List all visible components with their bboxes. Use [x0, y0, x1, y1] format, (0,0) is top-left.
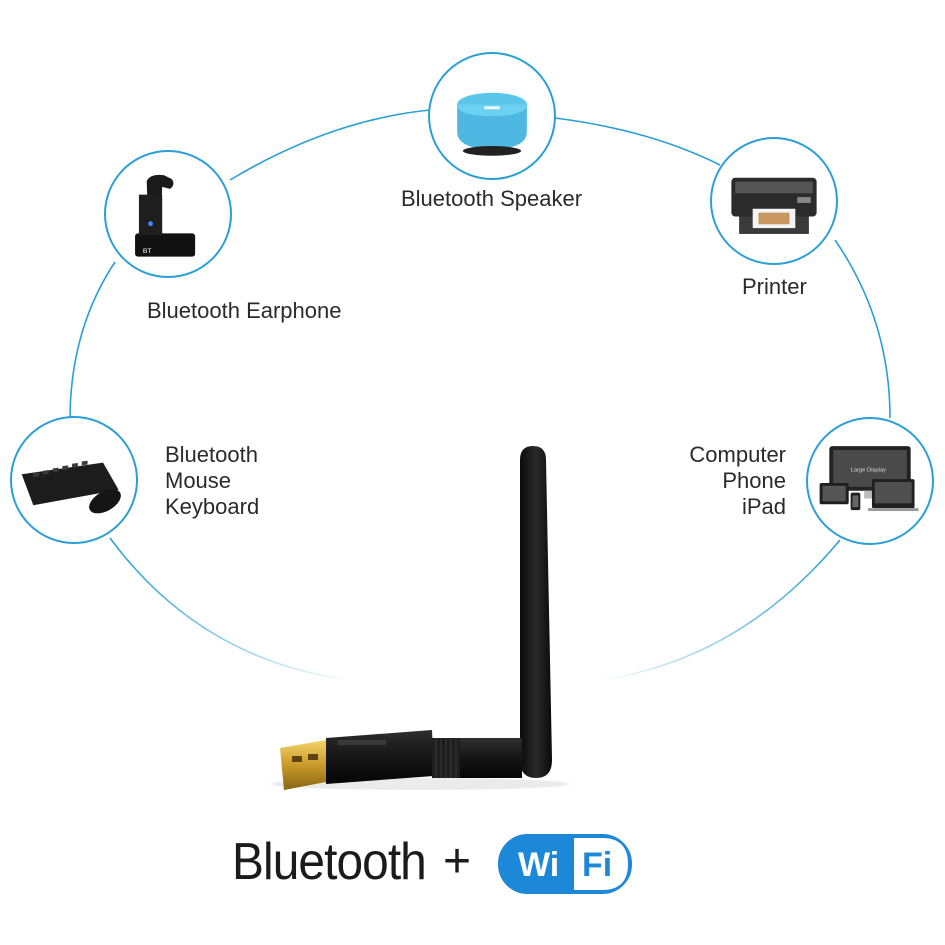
wifi-logo: Wi Fi [498, 834, 632, 894]
footer-plus-sign: + [443, 835, 472, 888]
keyboard-label: Bluetooth Mouse Keyboard [165, 442, 259, 520]
keyboard-device [10, 416, 138, 544]
keyboard-label-line2: Mouse [165, 468, 232, 493]
wifi-right-text: Fi [582, 846, 612, 884]
svg-text:BT: BT [143, 248, 152, 255]
printer-label: Printer [742, 274, 807, 299]
computer-device: Large Display [806, 417, 934, 545]
speaker-icon [457, 92, 527, 156]
computer-label-line1: Computer [689, 442, 786, 467]
wifi-left-text: Wi [518, 846, 559, 884]
earphone-icon: BT [135, 174, 196, 257]
keyboard-label-line3: Keyboard [165, 494, 260, 519]
keyboard-label-line1: Bluetooth [165, 442, 258, 467]
computer-label-line2: Phone [722, 468, 786, 493]
svg-text:Large Display: Large Display [851, 467, 887, 473]
computer-label-line3: iPad [741, 494, 786, 519]
speaker-device [428, 52, 556, 180]
footer-bluetooth-text: Bluetooth [232, 833, 427, 891]
earphone-label: Bluetooth Earphone [147, 298, 342, 323]
speaker-label: Bluetooth Speaker [401, 186, 583, 211]
computer-phone-ipad-icon: Large Display [819, 446, 919, 512]
earphone-device: BT [104, 150, 232, 278]
computer-label: Computer Phone iPad [660, 442, 786, 520]
keyboard-mouse-icon [21, 460, 121, 514]
printer-device [710, 137, 838, 265]
printer-icon [731, 177, 817, 234]
